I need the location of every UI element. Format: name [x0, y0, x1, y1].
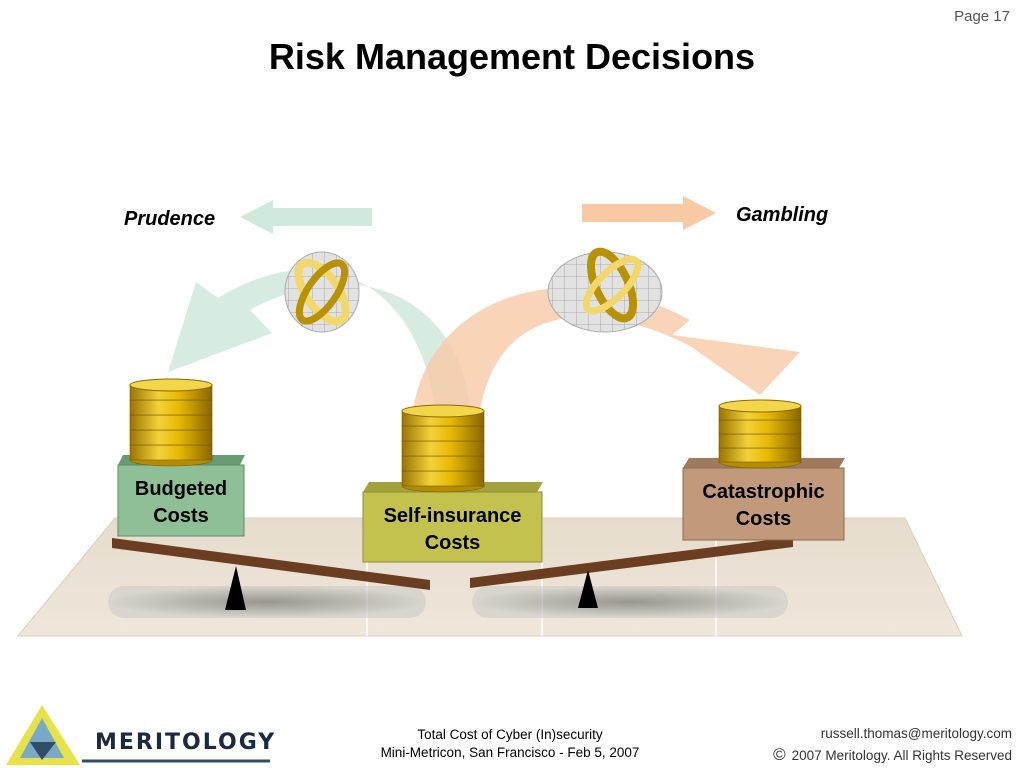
- fulcrum-left: [225, 566, 246, 610]
- plank-left: [112, 538, 430, 590]
- footer-line-2: Mini-Metricon, San Francisco - Feb 5, 20…: [380, 745, 640, 760]
- coin-stack-catastrophic: [718, 399, 802, 469]
- copyright-symbol: ©: [773, 745, 786, 764]
- budgeted-line-1: Budgeted: [134, 478, 228, 500]
- coin: [401, 470, 485, 487]
- shadow-right: [472, 586, 788, 618]
- meritology-logo-icon: [6, 705, 270, 765]
- prudence-arrow: [240, 200, 372, 234]
- page-number: Page 17: [954, 8, 1010, 25]
- self-insurance-costs-label: Self-insurance Costs: [363, 503, 542, 557]
- fulcrum-right: [578, 570, 598, 608]
- coin-top: [718, 399, 802, 413]
- coin: [129, 414, 213, 431]
- copyright-text: 2007 Meritology. All Rights Reserved: [791, 748, 1012, 763]
- coin: [718, 419, 802, 435]
- gambling-arrow: [582, 196, 716, 230]
- footer-copyright: © 2007 Meritology. All Rights Reserved: [773, 745, 1012, 765]
- coin: [129, 429, 213, 446]
- catastrophic-box: [682, 458, 845, 541]
- coin-top: [401, 404, 485, 418]
- coin: [718, 447, 802, 463]
- footer-email: russell.thomas@meritology.com: [820, 726, 1012, 741]
- coin: [401, 455, 485, 472]
- coin: [401, 425, 485, 442]
- plank-right: [470, 537, 793, 588]
- shadow-left: [108, 586, 426, 618]
- gyroscope-right-icon: [547, 247, 663, 333]
- prudence-label: Prudence: [124, 208, 216, 230]
- coin-stack-budgeted: [129, 378, 213, 467]
- catastrophic-costs-label: Catastrophic Costs: [683, 479, 844, 533]
- curved-arrow-green: [168, 269, 470, 410]
- catastrophic-line-1: Catastrophic: [702, 481, 825, 503]
- gyroscope-left-icon: [284, 251, 360, 333]
- coin-top: [129, 378, 213, 392]
- gambling-label: Gambling: [736, 204, 829, 226]
- slide-title: Risk Management Decisions: [268, 36, 756, 77]
- coin-stack-self-insurance: [401, 404, 485, 493]
- curved-arrow-peach: [413, 287, 800, 410]
- footer-line-1: Total Cost of Cyber (In)security: [417, 727, 603, 742]
- coin: [129, 399, 213, 416]
- meritology-logo-text: Meritology: [95, 730, 277, 755]
- coin: [401, 440, 485, 457]
- budgeted-line-2: Costs: [153, 505, 209, 527]
- self-insurance-line-1: Self-insurance: [383, 505, 522, 527]
- catastrophic-line-2: Costs: [735, 508, 792, 530]
- budgeted-box: [117, 455, 245, 537]
- coin: [718, 433, 802, 449]
- budgeted-costs-label: Budgeted Costs: [118, 476, 244, 530]
- footer-center: Total Cost of Cyber (In)security Mini-Me…: [330, 726, 690, 762]
- coin: [129, 444, 213, 461]
- self-insurance-line-2: Costs: [424, 532, 481, 554]
